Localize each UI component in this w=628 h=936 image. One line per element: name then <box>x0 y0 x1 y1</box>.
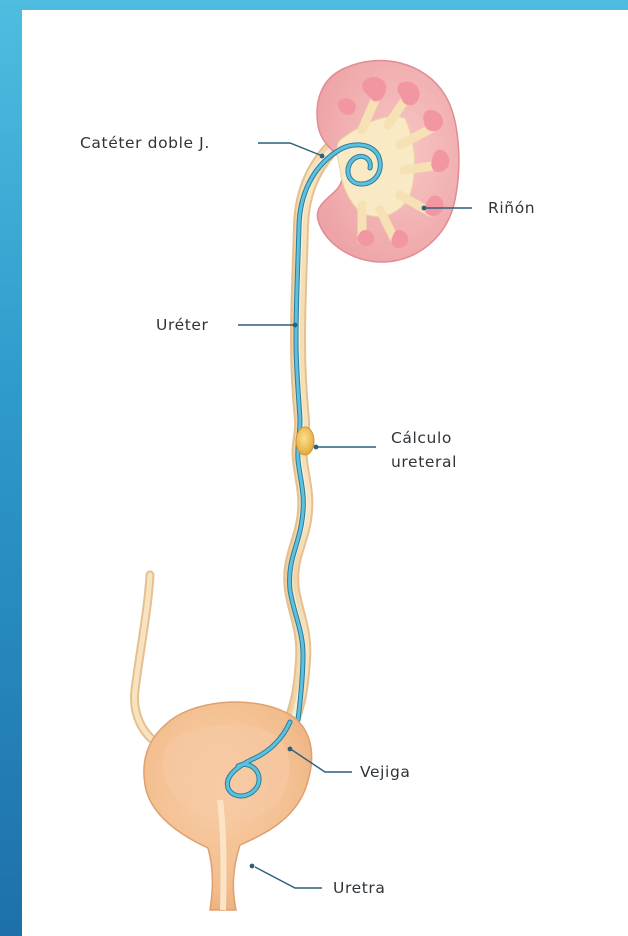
left-ureter <box>135 575 160 745</box>
ureteral-stone <box>296 427 314 455</box>
label-calculo-line1: Cálculo <box>391 429 452 447</box>
label-rinon: Riñón <box>488 199 535 217</box>
kidney <box>317 61 459 263</box>
label-uretra: Uretra <box>333 879 385 897</box>
leader-cateter <box>258 143 320 155</box>
label-vejiga: Vejiga <box>360 763 411 781</box>
label-cateter: Catéter doble J. <box>80 134 210 152</box>
label-ureter: Uréter <box>156 316 209 334</box>
label-calculo-line2: ureteral <box>391 453 457 471</box>
leader-uretra <box>255 867 322 888</box>
